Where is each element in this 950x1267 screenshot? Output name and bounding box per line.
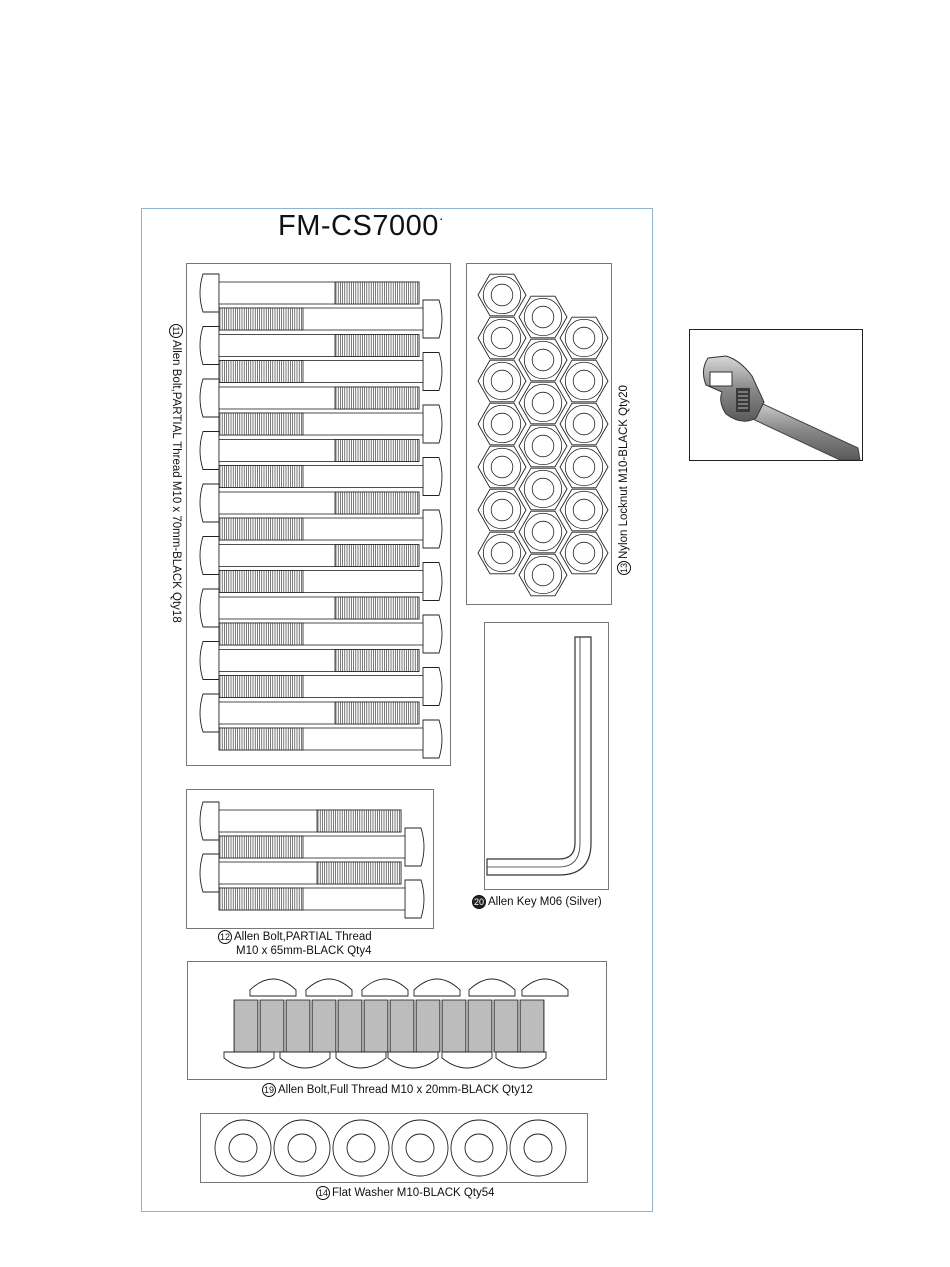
bolt-icon	[200, 589, 419, 627]
bolt-head-icon	[362, 979, 408, 996]
locknut-icon	[519, 425, 567, 467]
locknut-illustration	[467, 264, 611, 604]
part-number-badge: 19	[262, 1083, 276, 1097]
bolt-head-icon	[306, 979, 352, 996]
washer-icon	[215, 1120, 271, 1176]
locknut-icon	[478, 403, 526, 445]
bolt-65mm-illustration	[187, 790, 433, 928]
locknut-icon	[560, 489, 608, 531]
bolt-icon	[200, 694, 419, 732]
locknut-icon	[478, 317, 526, 359]
bolt-head-icon	[280, 1052, 330, 1068]
bolt-icon	[200, 432, 419, 470]
bolt-head-icon	[224, 1052, 274, 1068]
bolt-70mm-illustration	[187, 264, 450, 765]
bolt-icon	[219, 510, 442, 548]
bolt-icon	[200, 484, 419, 522]
allen-key-icon	[485, 623, 608, 889]
part-number-badge: 14	[316, 1186, 330, 1200]
page-title: FM-CS7000·	[278, 210, 444, 243]
part-number-badge: 13	[617, 561, 631, 575]
washer-panel	[200, 1113, 588, 1183]
bolt-20mm-panel	[187, 961, 607, 1080]
part-number-badge: 11	[169, 324, 183, 338]
locknut-icon	[519, 511, 567, 553]
bolt-65mm-panel	[186, 789, 434, 929]
locknut-icon	[478, 360, 526, 402]
locknut-icon	[519, 382, 567, 424]
wrench-image-panel	[689, 329, 863, 461]
bolt-icon	[219, 828, 424, 866]
bolt-head-icon	[522, 979, 568, 996]
locknut-icon	[478, 532, 526, 574]
bolt-icon	[200, 802, 401, 840]
bolt-icon	[200, 854, 401, 892]
washer-icon	[510, 1120, 566, 1176]
bolt-icon	[219, 300, 442, 338]
bolt-head-icon	[442, 1052, 492, 1068]
locknut-icon	[519, 468, 567, 510]
washer-icon	[333, 1120, 389, 1176]
locknut-icon	[560, 317, 608, 359]
bolt-icon	[219, 563, 442, 601]
washer-icon	[274, 1120, 330, 1176]
bolt-icon	[219, 880, 424, 918]
locknut-caption: 13Nylon Locknut M10-BLACK Qty20	[617, 385, 631, 575]
bolt-head-icon	[388, 1052, 438, 1068]
bolt-icon	[200, 379, 419, 417]
bolt-70mm-caption: 11Allen Bolt,PARTIAL Thread M10 x 70mm-B…	[169, 324, 183, 623]
locknut-icon	[560, 446, 608, 488]
locknut-icon	[560, 403, 608, 445]
part-number-badge: 12	[218, 930, 232, 944]
bolt-head-icon	[250, 979, 296, 996]
allen-key-panel	[484, 622, 609, 890]
bolt-head-icon	[469, 979, 515, 996]
locknut-icon	[519, 296, 567, 338]
bolt-icon	[200, 642, 419, 680]
bolt-icon	[200, 274, 419, 312]
locknut-icon	[560, 532, 608, 574]
locknut-icon	[519, 554, 567, 596]
bolt-icon	[219, 720, 442, 758]
locknut-icon	[478, 489, 526, 531]
bolt-icon	[200, 537, 419, 575]
bolt-head-icon	[336, 1052, 386, 1068]
locknut-icon	[478, 274, 526, 316]
bolt-20mm-illustration	[188, 962, 606, 1079]
locknut-panel	[466, 263, 612, 605]
washer-icon	[451, 1120, 507, 1176]
bolt-icon	[219, 615, 442, 653]
locknut-icon	[560, 360, 608, 402]
bolt-icon	[219, 405, 442, 443]
bolt-icon	[200, 327, 419, 365]
bolt-icon	[219, 458, 442, 496]
adjustable-wrench-icon	[690, 330, 862, 460]
locknut-icon	[478, 446, 526, 488]
washer-icon	[392, 1120, 448, 1176]
bolt-icon	[219, 353, 442, 391]
locknut-icon	[519, 339, 567, 381]
washer-illustration	[201, 1114, 587, 1182]
bolt-icon	[219, 668, 442, 706]
bolt-head-icon	[414, 979, 460, 996]
part-number-badge: 20	[472, 895, 486, 909]
bolt-70mm-panel	[186, 263, 451, 766]
bolt-head-icon	[496, 1052, 546, 1068]
